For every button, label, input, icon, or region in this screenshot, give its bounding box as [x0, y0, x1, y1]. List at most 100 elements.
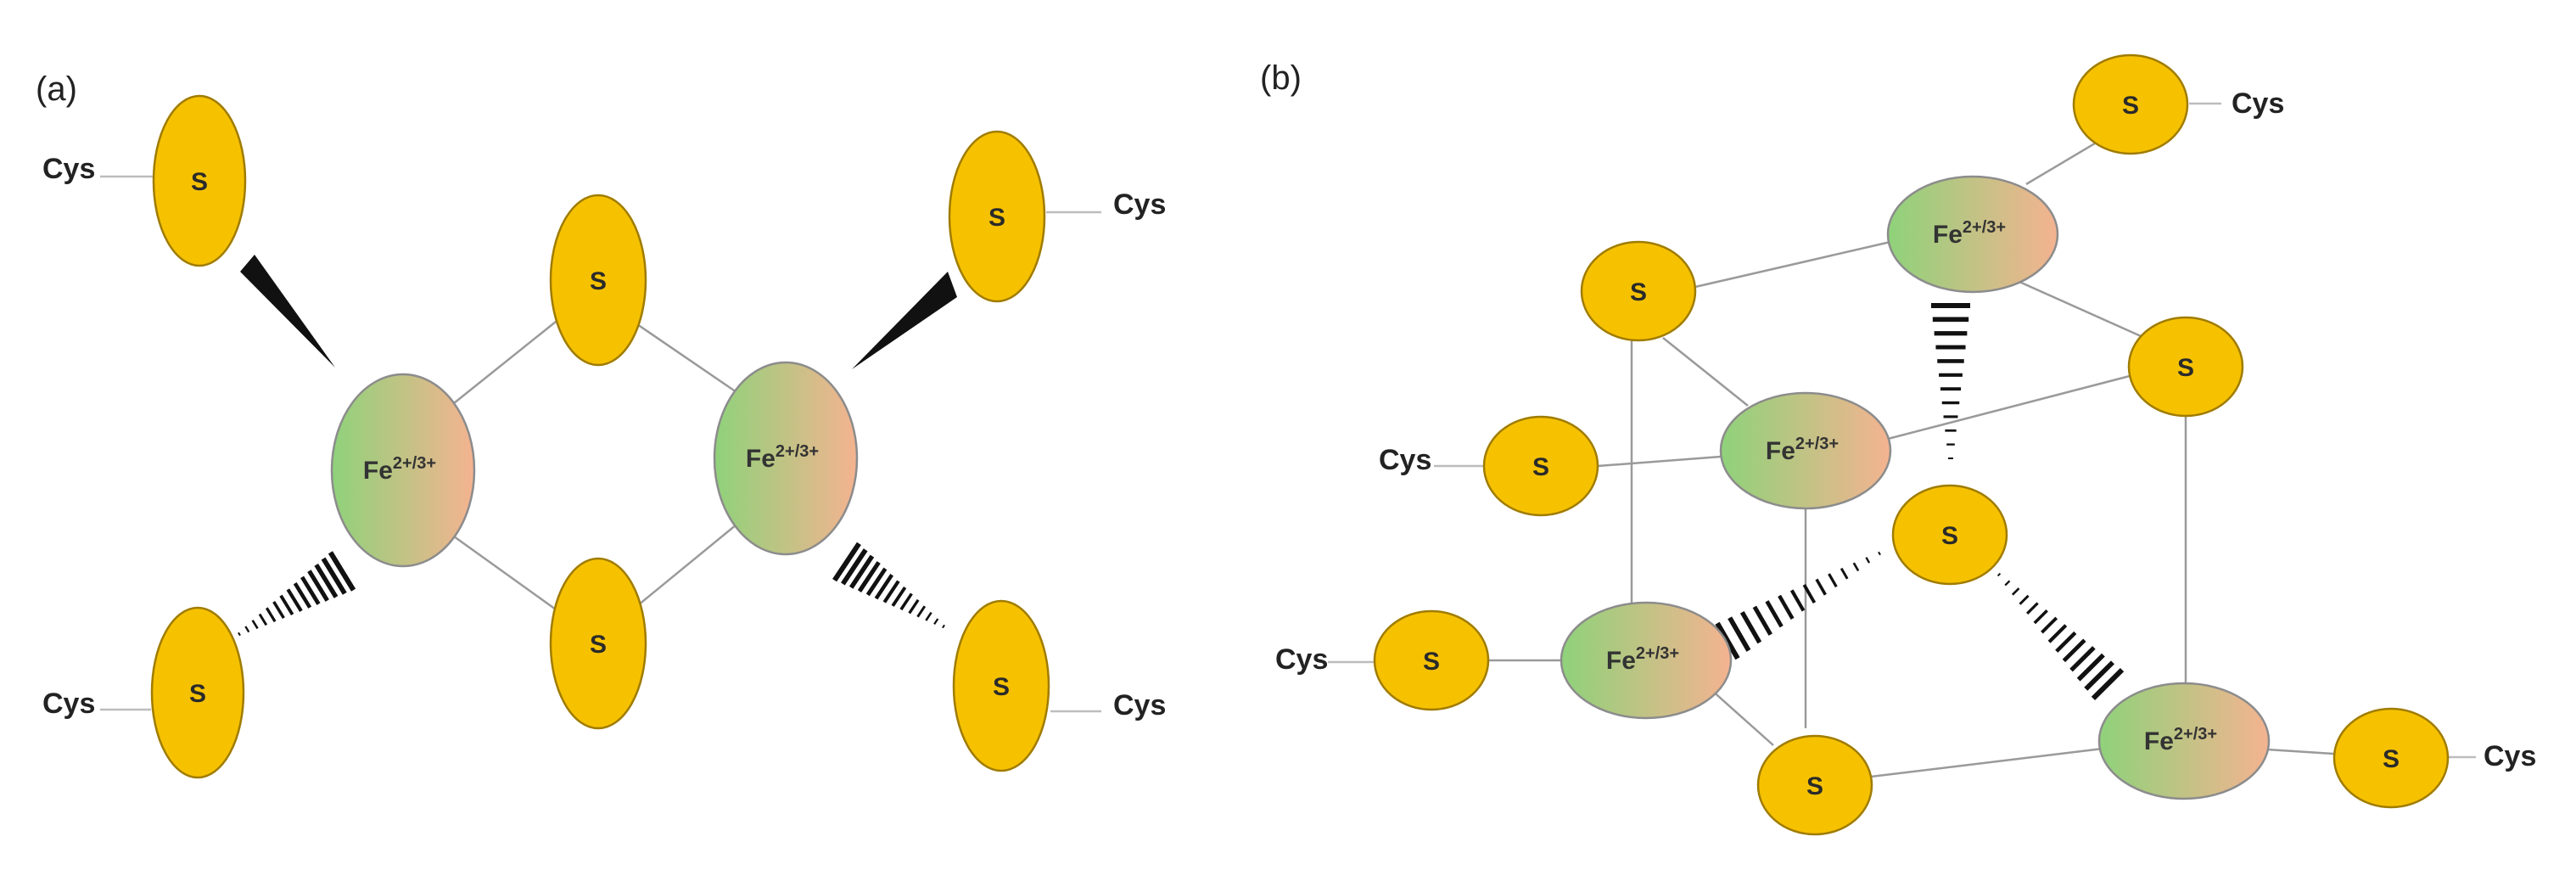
hash-stroke	[307, 570, 329, 602]
hash-stroke	[899, 592, 913, 611]
hash-stroke	[848, 554, 875, 589]
iron-symbol: Fe	[2144, 727, 2174, 755]
atoms-layer	[150, 53, 2450, 836]
hash-stroke	[2041, 616, 2058, 634]
bond-line	[1887, 374, 2131, 441]
hash-stroke	[258, 613, 268, 626]
iron-atom	[2097, 682, 2271, 800]
hash-stroke	[2047, 624, 2068, 643]
hash-stroke	[1996, 572, 2002, 577]
sulfur-label: S	[988, 204, 1005, 232]
sulfur-atom	[1373, 609, 1490, 711]
iron-atom	[1719, 391, 1892, 510]
hash-stroke	[2004, 580, 2011, 587]
hash-stroke	[1852, 562, 1860, 572]
hash-stroke	[238, 632, 241, 637]
sulfur-label: S	[993, 673, 1010, 701]
hash-stroke	[925, 611, 932, 621]
hash-stroke	[916, 605, 927, 618]
hash-stroke	[841, 548, 868, 586]
hash-stroke	[265, 607, 277, 623]
iron-symbol: Fe	[363, 457, 393, 485]
sulfur-atom	[2332, 707, 2450, 809]
iron-charge: 2+/3+	[1795, 435, 1839, 453]
cysteine-label: Cys	[1379, 444, 1431, 476]
sulfur-atom	[2072, 53, 2189, 155]
iron-charge: 2+/3+	[1963, 218, 2006, 237]
hash-stroke	[2084, 660, 2114, 691]
hash-stroke	[1752, 605, 1772, 636]
hash-stroke	[286, 588, 303, 612]
hash-stroke	[891, 586, 907, 607]
cysteine-label: Cys	[1275, 643, 1328, 676]
hash-stroke	[1789, 589, 1806, 612]
hash-stroke	[1802, 584, 1817, 604]
iron-label: Fe2+/3+	[1766, 435, 1839, 465]
sulfur-atom	[549, 557, 647, 730]
sulfur-atom	[1580, 240, 1697, 342]
iron-atom	[330, 373, 476, 568]
sulfur-atom	[549, 194, 647, 367]
hash-stroke	[279, 594, 294, 616]
bond-line	[637, 524, 737, 606]
iron-label: Fe2+/3+	[1606, 644, 1679, 675]
cysteine-label: Cys	[1113, 188, 1166, 221]
hash-stroke	[2091, 667, 2125, 701]
bond-line	[453, 317, 561, 404]
sulfur-label: S	[189, 680, 206, 708]
cysteine-label: Cys	[1113, 689, 1166, 721]
wedge-bond	[852, 272, 957, 369]
iron-label: Fe2+/3+	[2144, 725, 2217, 755]
bond-line	[2266, 748, 2334, 755]
hash-stroke	[314, 563, 339, 598]
cysteine-label: Cys	[42, 153, 95, 185]
hash-stroke	[293, 581, 312, 609]
hash-stroke	[300, 575, 321, 605]
iron-atom	[1886, 175, 2059, 294]
sulfur-atom	[1891, 484, 2008, 586]
hash-stroke	[874, 574, 894, 600]
sulfur-atom	[1756, 734, 1873, 836]
hash-stroke	[2069, 646, 2096, 672]
iron-symbol: Fe	[1606, 647, 1636, 675]
sulfur-label: S	[1630, 278, 1647, 306]
hashed-bond	[238, 551, 356, 637]
sulfur-label: S	[2383, 745, 2400, 773]
hash-stroke	[1778, 594, 1795, 620]
sulfur-label: S	[2122, 92, 2139, 120]
hash-stroke	[882, 580, 900, 603]
sulfur-label: S	[2177, 354, 2194, 382]
sulfur-label: S	[1423, 648, 1440, 676]
hash-stroke	[1715, 621, 1740, 660]
cysteine-label: Cys	[42, 688, 95, 720]
hash-stroke	[328, 551, 356, 592]
hash-stroke	[865, 567, 888, 597]
hash-stroke	[1815, 578, 1827, 596]
hash-stroke	[1865, 557, 1871, 564]
iron-atom	[713, 361, 859, 556]
sulfur-atom	[948, 130, 1046, 303]
sulfur-label: S	[1941, 522, 1958, 550]
wedge-bond	[240, 255, 335, 368]
hash-stroke	[244, 626, 250, 633]
iron-charge: 2+/3+	[776, 442, 819, 461]
hashed-bond	[832, 542, 945, 629]
hash-stroke	[2033, 609, 2048, 625]
hash-stroke	[2019, 594, 2030, 605]
iron-symbol: Fe	[1933, 221, 1963, 249]
sulfur-label: S	[590, 631, 607, 659]
hash-stroke	[908, 598, 920, 615]
hash-stroke	[1840, 567, 1849, 580]
hash-stroke	[942, 624, 945, 629]
iron-label: Fe2+/3+	[1933, 218, 2006, 249]
sulfur-label: S	[1532, 453, 1549, 481]
sulfur-label: S	[1806, 772, 1823, 800]
hashed-bond	[1715, 551, 1881, 660]
iron-symbol: Fe	[746, 445, 776, 473]
sulfur-atom	[952, 599, 1050, 772]
hash-stroke	[251, 620, 259, 630]
sulfur-label: S	[590, 267, 607, 295]
hash-stroke	[1878, 551, 1881, 556]
